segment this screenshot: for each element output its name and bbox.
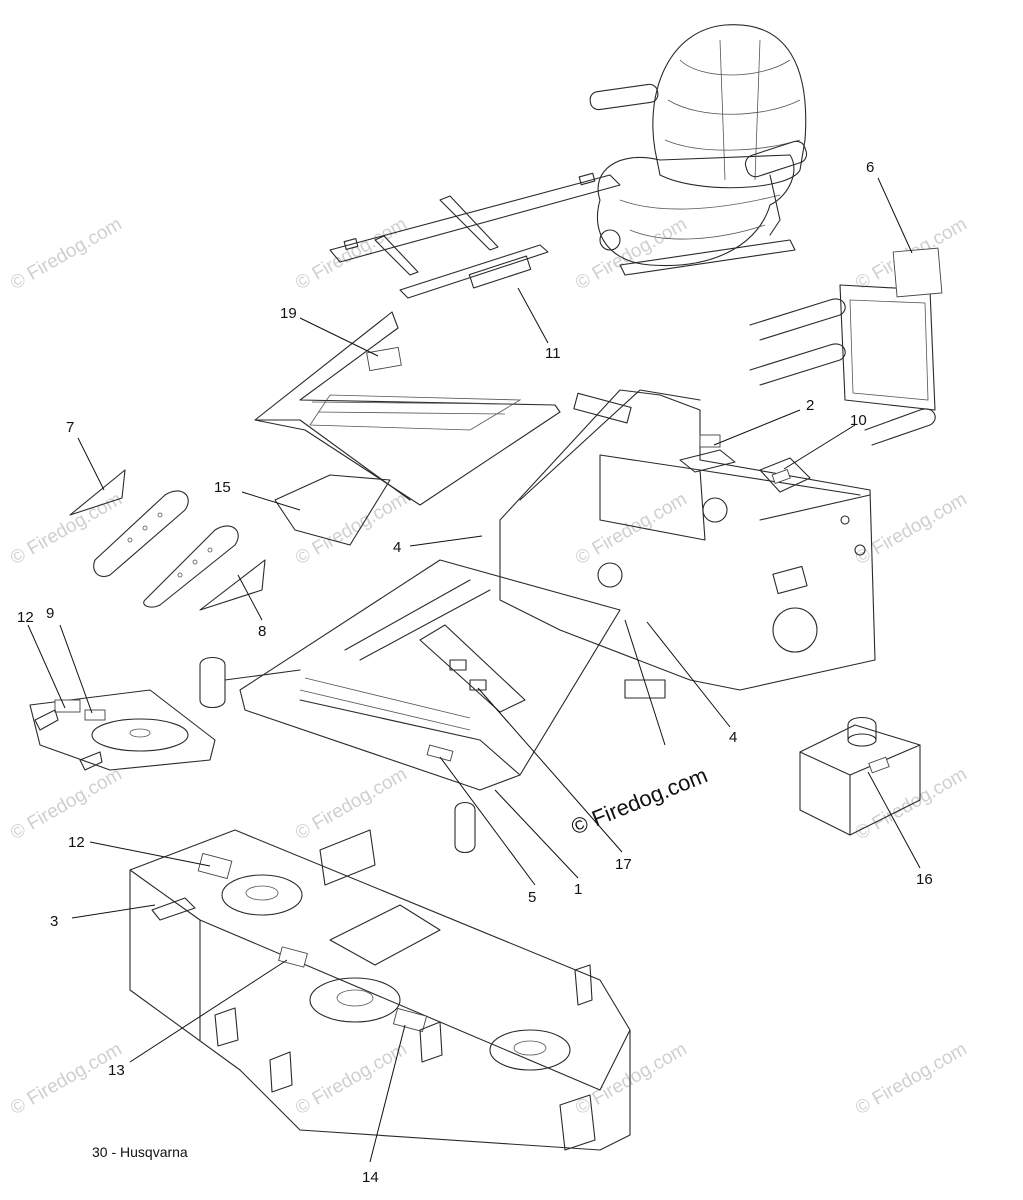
callout-17: 17 (615, 856, 632, 873)
part-2-bracket (679, 449, 736, 473)
callout-5: 5 (528, 889, 536, 906)
callout-14: 14 (362, 1169, 379, 1186)
center-copyright-watermark: © Firedog.com (568, 762, 711, 839)
seat (589, 24, 808, 276)
front-frame (199, 559, 666, 854)
grab-bars (749, 247, 943, 446)
watermark-14: © Firedog.com (572, 1039, 691, 1120)
fuel-tank (799, 716, 921, 836)
callout-labels: 11 19 6 2 10 7 15 4 8 12 9 4 5 1 17 16 1… (17, 159, 933, 1186)
callout-3: 3 (50, 913, 58, 930)
callout-12-lower: 12 (68, 834, 85, 851)
callout-8: 8 (258, 623, 266, 640)
callout-16: 16 (916, 871, 933, 888)
watermark-5: © Firedog.com (7, 489, 126, 570)
callout-11: 11 (545, 345, 561, 362)
callout-1: 1 (574, 881, 582, 898)
callout-13: 13 (108, 1062, 125, 1079)
callout-2: 2 (806, 397, 814, 414)
callout-12-upper: 12 (17, 609, 34, 626)
mower-deck (129, 829, 631, 1151)
callout-15: 15 (214, 479, 231, 496)
watermark-9: © Firedog.com (7, 764, 126, 845)
callout-9: 9 (46, 605, 54, 622)
seat-mount-brackets (329, 172, 621, 299)
watermark-10: © Firedog.com (292, 764, 411, 845)
callout-4-lower: 4 (729, 729, 737, 746)
watermark-3: © Firedog.com (572, 214, 691, 295)
watermark-6: © Firedog.com (292, 489, 411, 570)
main-frame (499, 389, 876, 691)
watermark-7: © Firedog.com (572, 489, 691, 570)
small-deck-cover (29, 689, 216, 771)
leader-lines (27, 177, 921, 1163)
floor-plate (254, 311, 561, 546)
watermark-12: © Firedog.com (7, 1039, 126, 1120)
callout-6: 6 (866, 159, 874, 176)
callout-19: 19 (280, 305, 297, 322)
side-panels (69, 469, 266, 611)
watermark-2: © Firedog.com (292, 214, 411, 295)
part-10-plate (759, 457, 811, 493)
callout-7: 7 (66, 419, 74, 436)
watermark-13: © Firedog.com (292, 1039, 411, 1120)
watermark-1: © Firedog.com (7, 214, 126, 295)
watermark-15: © Firedog.com (852, 1039, 971, 1120)
page-footer: 30 - Husqvarna (92, 1144, 188, 1160)
callout-10: 10 (850, 412, 867, 429)
callout-4-upper: 4 (393, 539, 401, 556)
